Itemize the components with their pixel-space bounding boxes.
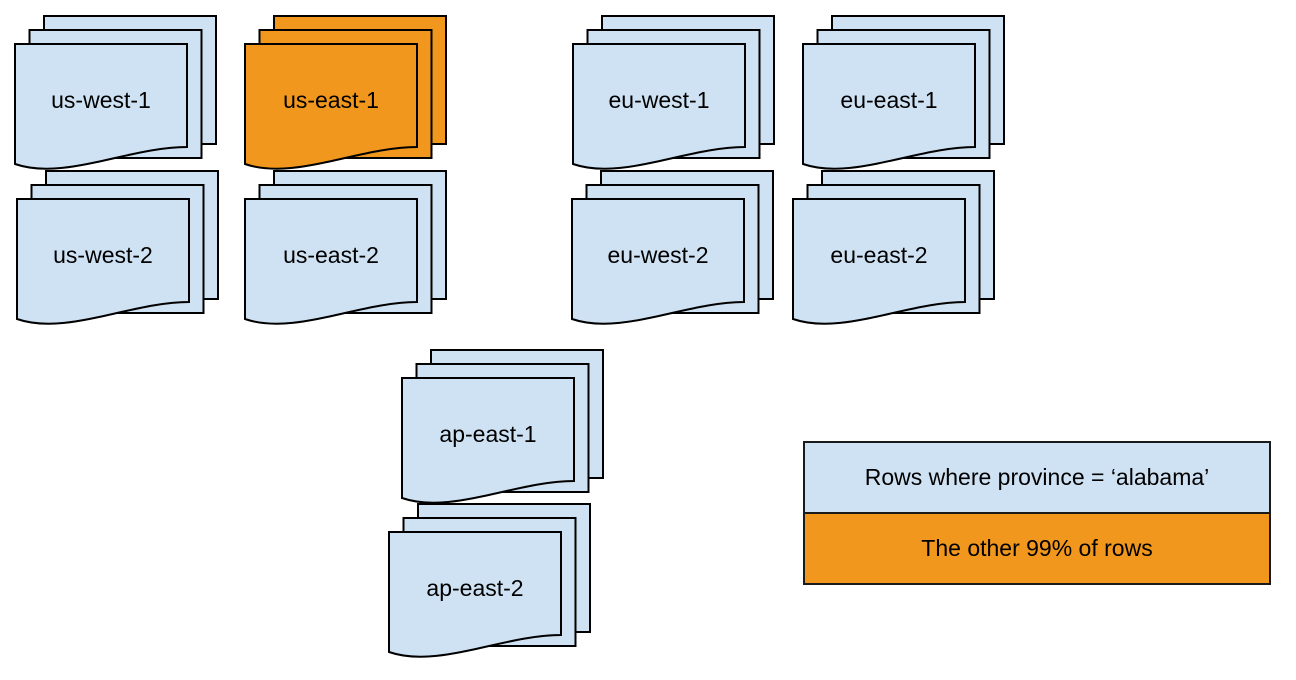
front-document-shape (572, 43, 746, 170)
front-document-shape (16, 198, 190, 325)
region-stack-eu-west-1: eu-west-1 (572, 15, 776, 181)
front-document-shape (802, 43, 976, 170)
region-stack-ap-east-2: ap-east-2 (388, 503, 592, 669)
legend-row-other: The other 99% of rows (805, 512, 1269, 583)
region-stack-eu-east-2: eu-east-2 (792, 170, 996, 336)
front-document-shape (244, 43, 418, 170)
legend: Rows where province = ‘alabama’ The othe… (803, 441, 1271, 585)
legend-label-other: The other 99% of rows (921, 535, 1153, 561)
front-document-shape (792, 198, 966, 325)
document-stack-icon (388, 503, 591, 658)
document-stack-icon (572, 15, 775, 170)
front-document-shape (401, 377, 575, 504)
document-stack-icon (14, 15, 217, 170)
front-document-shape (244, 198, 418, 325)
region-stack-us-west-1: us-west-1 (14, 15, 218, 181)
document-stack-icon (244, 15, 447, 170)
region-stack-us-west-2: us-west-2 (16, 170, 220, 336)
region-stack-us-east-2: us-east-2 (244, 170, 448, 336)
document-stack-icon (571, 170, 774, 325)
document-stack-icon (16, 170, 219, 325)
front-document-shape (571, 198, 745, 325)
region-stack-ap-east-1: ap-east-1 (401, 349, 605, 515)
document-stack-icon (802, 15, 1005, 170)
legend-label-alabama: Rows where province = ‘alabama’ (864, 464, 1210, 490)
legend-row-alabama: Rows where province = ‘alabama’ (805, 443, 1269, 512)
front-document-shape (14, 43, 188, 170)
document-stack-icon (244, 170, 447, 325)
front-document-shape (388, 531, 562, 658)
region-stack-eu-east-1: eu-east-1 (802, 15, 1006, 181)
document-stack-icon (401, 349, 604, 504)
document-stack-icon (792, 170, 995, 325)
region-stack-eu-west-2: eu-west-2 (571, 170, 775, 336)
region-stack-us-east-1: us-east-1 (244, 15, 448, 181)
